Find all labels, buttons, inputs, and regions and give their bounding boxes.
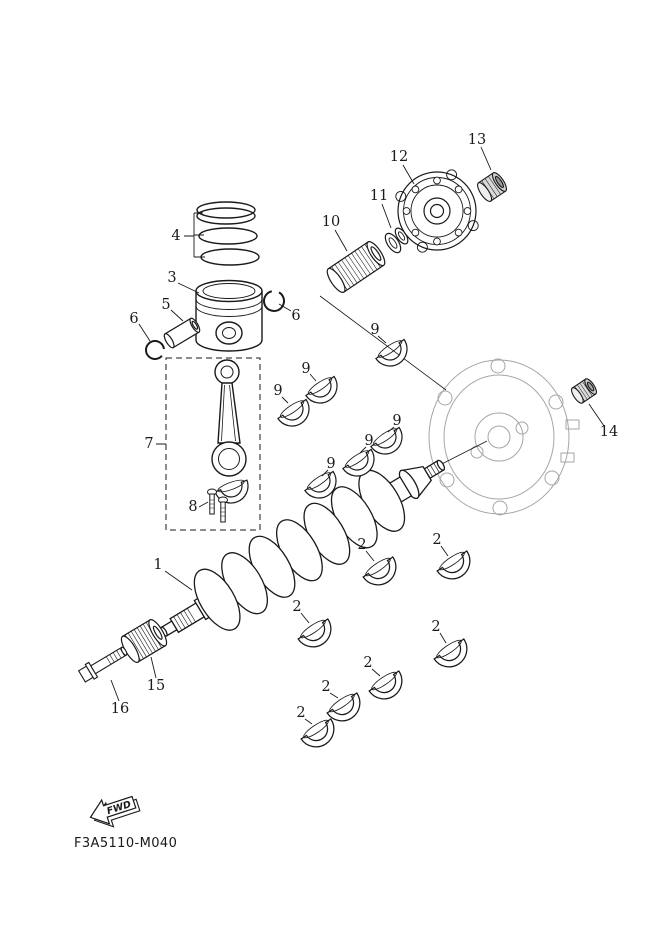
circlip-icon — [263, 290, 285, 312]
connecting-rod — [211, 359, 247, 477]
bearing-shell — [275, 395, 317, 434]
piston — [195, 279, 263, 352]
crankshaft — [160, 459, 446, 637]
bearing-shell — [295, 615, 339, 655]
bearing-shell — [298, 715, 342, 755]
rod-bolts — [207, 488, 228, 523]
crankcase-housing-ghost — [428, 358, 580, 516]
fwd-arrow: FWD — [89, 795, 141, 828]
bearing-shell — [303, 372, 345, 411]
plug — [571, 378, 597, 404]
rod-bearing-shells — [295, 547, 478, 755]
bearing-shell — [368, 423, 410, 462]
main-bearing-shells — [275, 335, 415, 506]
washer-spring — [384, 227, 409, 254]
bearing-shell — [373, 335, 415, 374]
end-cap — [477, 172, 507, 202]
coupling-damper — [326, 241, 386, 293]
ring-bracket — [184, 212, 205, 258]
bearing-shell — [431, 635, 475, 675]
rod-cap — [213, 476, 254, 509]
drawing-code: F3A5110-M040 — [74, 836, 178, 851]
bearing-shell — [366, 667, 410, 707]
leader-lines — [110, 146, 605, 725]
piston-pin — [163, 317, 201, 349]
piston-rings — [196, 201, 260, 266]
drive-gear — [120, 619, 168, 663]
crank-bolt — [77, 646, 128, 683]
drive-plate — [395, 169, 479, 253]
bearing-shell — [360, 553, 404, 593]
circlip-icon — [145, 340, 165, 360]
bearing-shell — [434, 547, 478, 587]
assembly-axis-lines — [319, 295, 488, 472]
